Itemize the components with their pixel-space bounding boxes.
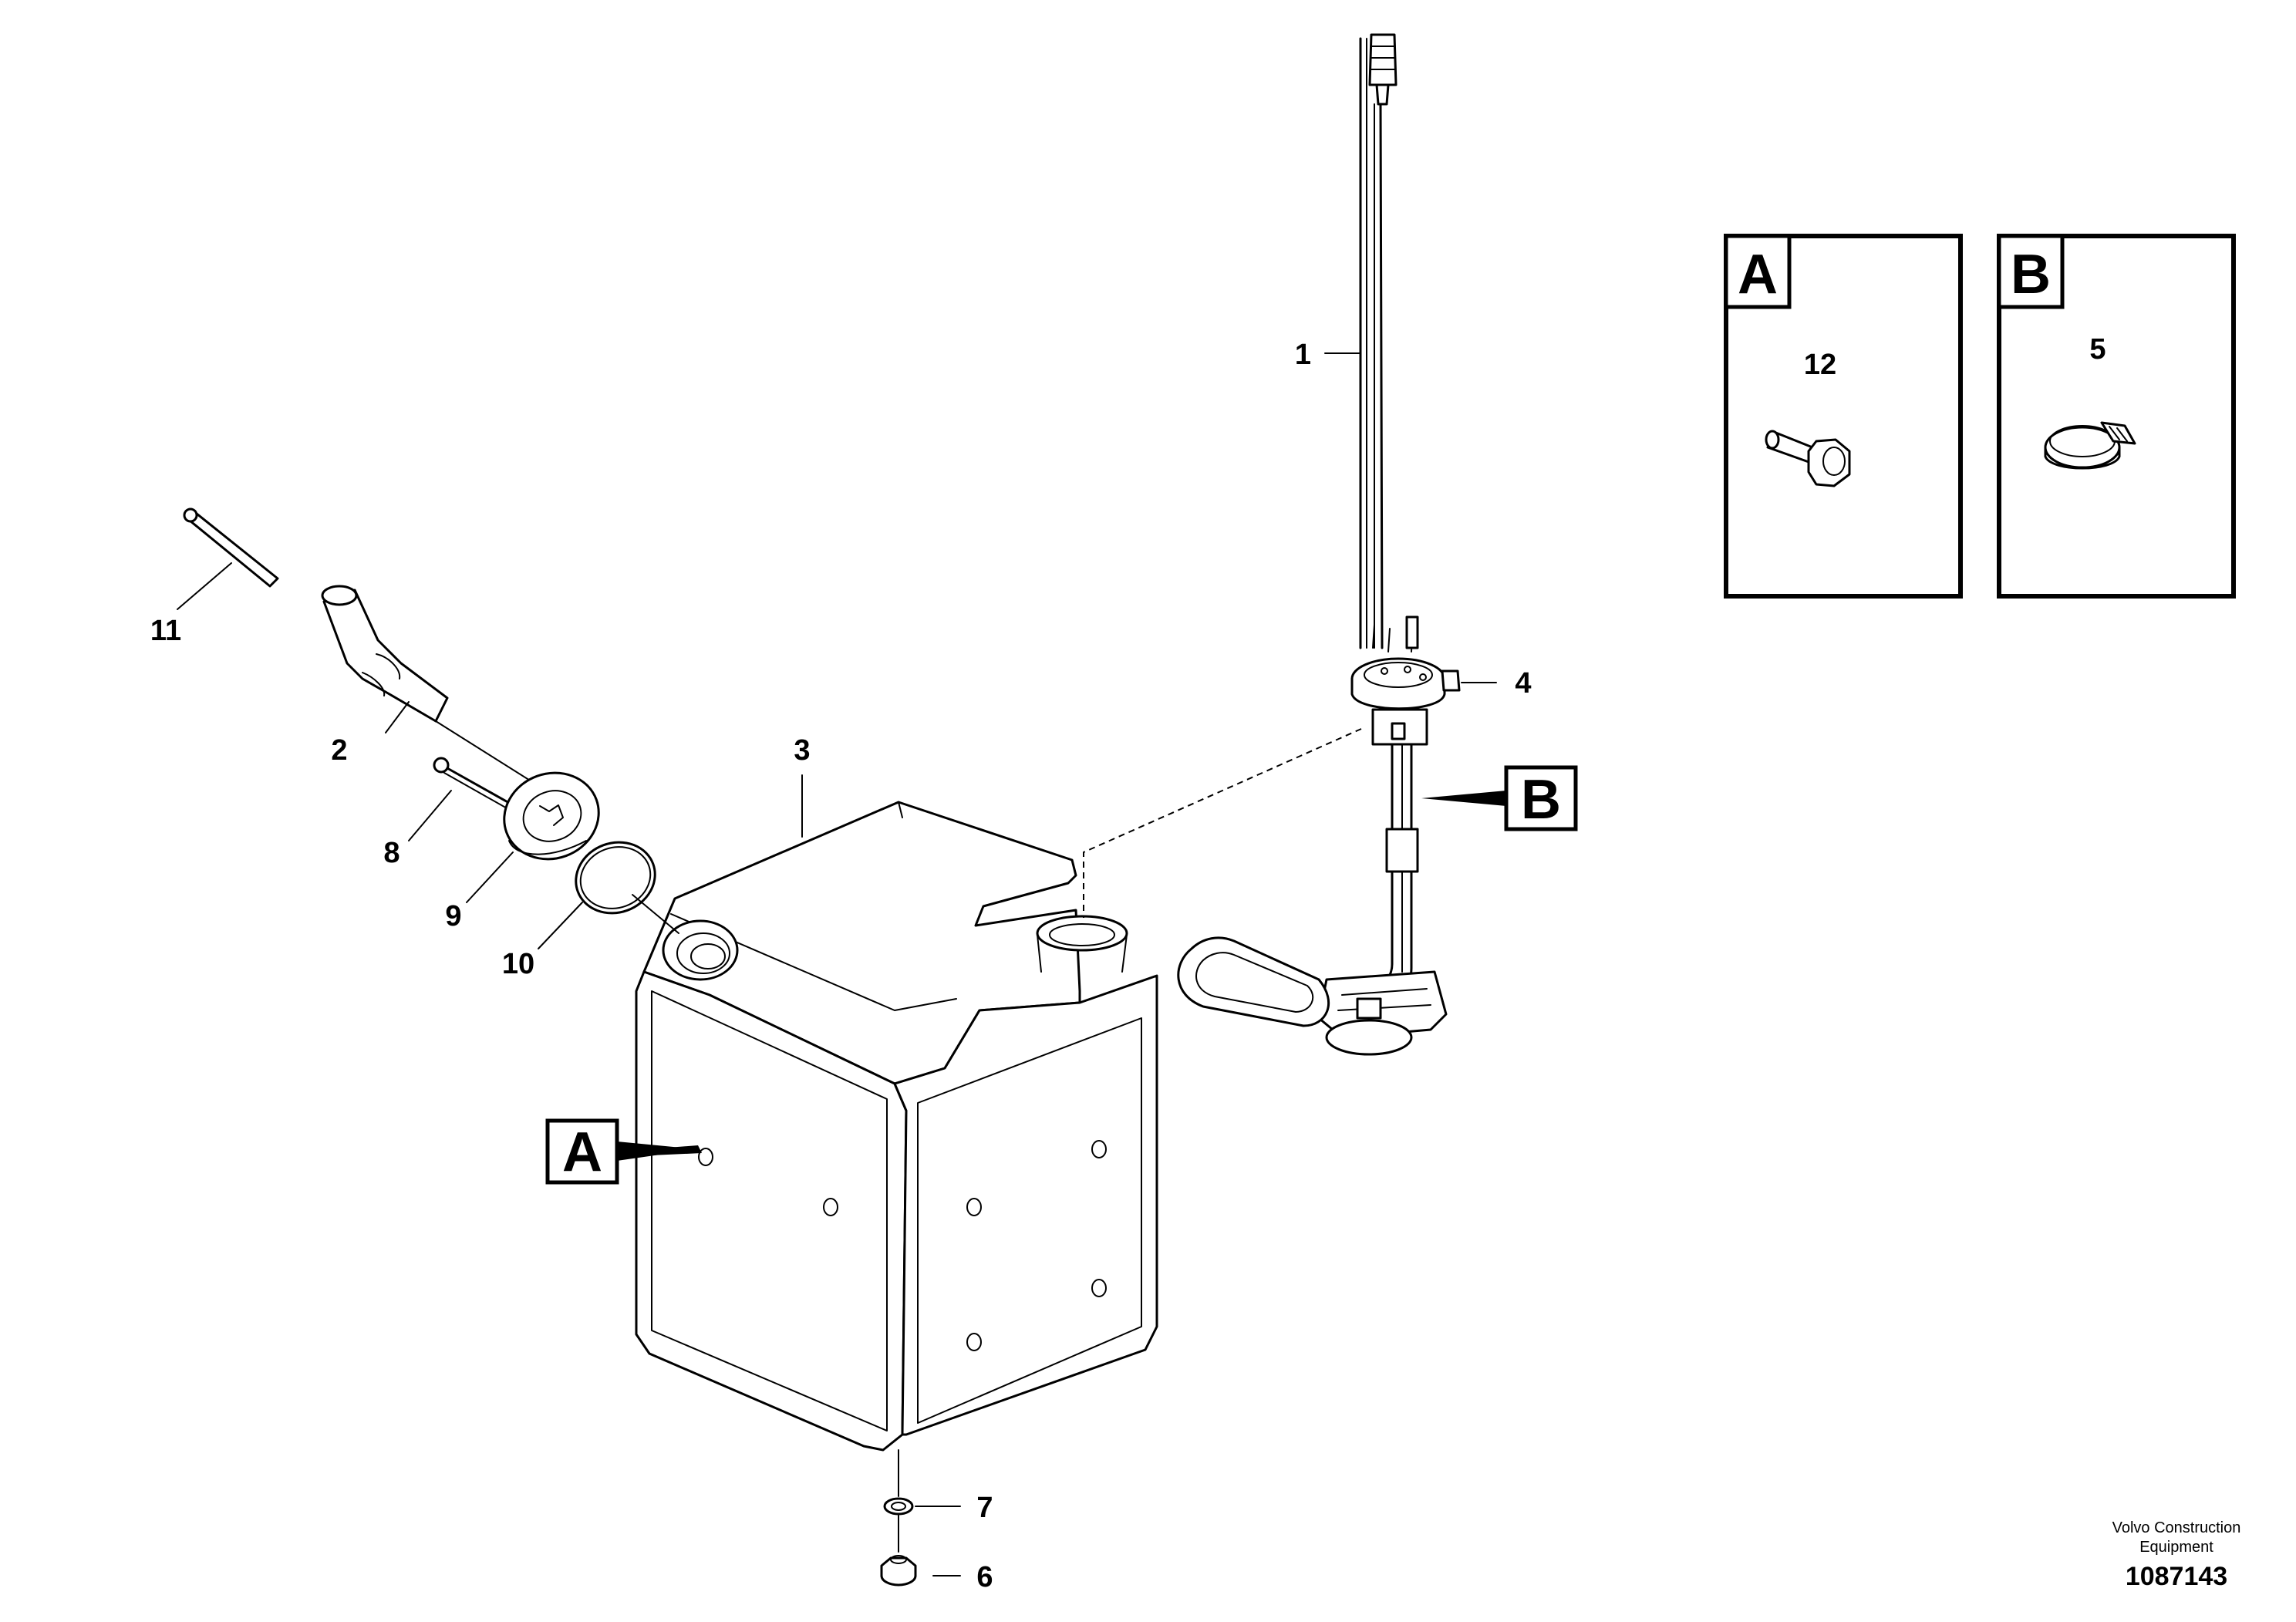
tank-nut: [1091, 1140, 1107, 1158]
alignment-line: [632, 894, 679, 934]
tank-nut: [966, 1333, 982, 1351]
tank: [635, 801, 1158, 1452]
detail-marker-b: B: [1421, 765, 1578, 831]
sender-float: [1177, 936, 1448, 1056]
callout-labels: 1 2 3 4 5 6 7 8 9 10 11 12: [150, 333, 2106, 1593]
sender-flange-part-4: [1350, 615, 1461, 746]
sender-tube: [1367, 743, 1419, 1008]
detail-marker-a-label: A: [562, 1121, 602, 1183]
filler-hose-part-2: [321, 585, 449, 723]
callout-4: 4: [1515, 667, 1531, 700]
tank-nut: [966, 1198, 982, 1216]
tank-nut: [823, 1198, 838, 1216]
callout-1: 1: [1295, 339, 1311, 371]
callout-9: 9: [445, 900, 461, 932]
detail-box-a: A: [1724, 234, 1963, 599]
drawing-number: 1087143: [2126, 1562, 2227, 1591]
detail-marker-b-label: B: [1521, 769, 1561, 831]
detail-box-b-title: B: [2011, 244, 2051, 305]
detail-box-b: B: [1997, 234, 2236, 599]
washer-part-7: [883, 1497, 914, 1516]
filler-pipe: [435, 720, 541, 787]
drain-plug-part-6: [880, 1555, 917, 1587]
callout-10: 10: [502, 948, 534, 980]
cap-flange-part-9: [503, 771, 600, 861]
leader-lines: [177, 352, 2097, 1576]
tank-nut: [1091, 1279, 1107, 1297]
hose-clamp-part-5: [2044, 421, 2136, 470]
callout-11: 11: [150, 615, 181, 647]
callout-8: 8: [383, 837, 400, 869]
callout-3: 3: [794, 734, 810, 767]
callout-5: 5: [2089, 333, 2106, 366]
callout-7: 7: [976, 1492, 993, 1524]
detail-box-a-title: A: [1738, 244, 1778, 305]
tank-filler-port: [662, 919, 739, 981]
tank-sender-port: [1036, 915, 1128, 973]
callout-12: 12: [1804, 349, 1836, 381]
callout-6: 6: [976, 1561, 993, 1593]
callout-2: 2: [331, 734, 347, 767]
company-name-line2: Equipment: [2139, 1539, 2213, 1556]
seal-ring-part-10: [575, 841, 656, 915]
company-name-line1: Volvo Construction: [2112, 1519, 2241, 1536]
level-sender-part-1: [1359, 33, 1397, 649]
detail-marker-a: A: [545, 1118, 702, 1185]
vent-hose-part-11: [183, 508, 279, 588]
bolt-part-12: [1765, 430, 1851, 487]
sender-alignment-line: [1083, 728, 1362, 918]
footer: Volvo Construction Equipment 1087143: [2112, 1519, 2241, 1591]
tank-nut: [698, 1148, 713, 1166]
